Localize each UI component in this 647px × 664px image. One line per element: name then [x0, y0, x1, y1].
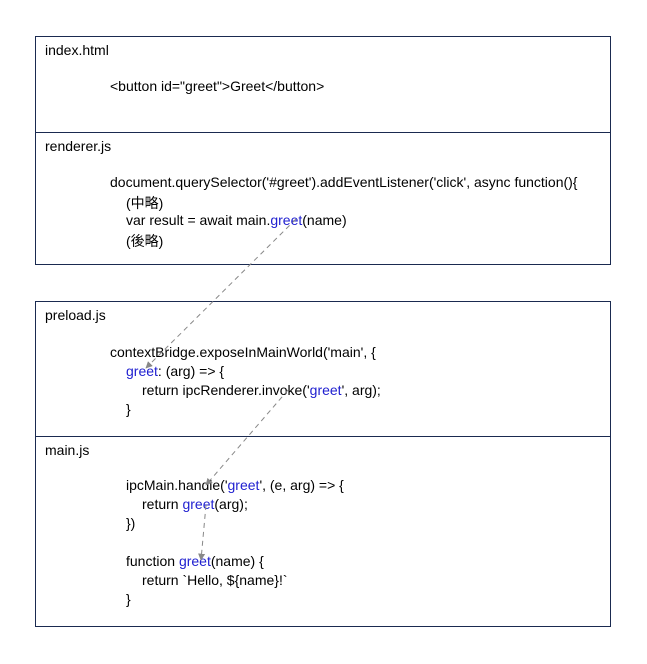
main-js-line-2: return greet(arg);: [142, 496, 248, 512]
main-js-filename: main.js: [45, 442, 90, 458]
main-js-line-1-post: ', (e, arg) => {: [259, 477, 344, 493]
main-js-line-2-post: (arg);: [214, 496, 248, 512]
main-js-line-2-pre: return: [142, 496, 183, 512]
index-html-code: <button id="greet">Greet</button>: [110, 78, 325, 94]
main-js-line-6: }: [126, 591, 131, 607]
preload-js-line-3: return ipcRenderer.invoke('greet', arg);: [142, 382, 381, 398]
preload-js-line-3-pre: return ipcRenderer.invoke(': [142, 382, 310, 398]
main-js-line-3: }): [126, 515, 136, 531]
main-js-section: main.js ipcMain.handle('greet', (e, arg)…: [36, 436, 610, 626]
preload-js-line-2: greet: (arg) => {: [126, 363, 224, 379]
main-js-line-4-pre: function: [126, 553, 179, 569]
main-js-line-1: ipcMain.handle('greet', (e, arg) => {: [126, 477, 344, 493]
renderer-js-section: renderer.js document.querySelector('#gre…: [36, 132, 610, 264]
preload-js-line-3-post: ', arg);: [341, 382, 381, 398]
index-html-filename: index.html: [45, 42, 109, 58]
main-js-function-greet-keyword: greet: [178, 553, 211, 569]
main-js-handle-greet-keyword: greet: [227, 477, 260, 493]
main-js-line-5: return `Hello, ${name}!`: [142, 572, 288, 588]
preload-js-section: preload.js contextBridge.exposeInMainWor…: [36, 302, 610, 436]
bottom-panel: preload.js contextBridge.exposeInMainWor…: [35, 301, 611, 627]
preload-js-line-2-post: : (arg) => {: [157, 363, 225, 379]
renderer-js-line-1: document.querySelector('#greet').addEven…: [110, 174, 578, 190]
main-js-return-greet-keyword: greet: [182, 496, 215, 512]
main-js-line-4: function greet(name) {: [126, 553, 264, 569]
index-html-section: index.html <button id="greet">Greet</but…: [36, 37, 610, 132]
preload-js-filename: preload.js: [45, 307, 106, 323]
main-js-line-4-post: (name) {: [210, 553, 264, 569]
renderer-js-line-4: (後略): [126, 233, 164, 249]
preload-js-invoke-greet-keyword: greet: [309, 382, 342, 398]
renderer-js-greet-keyword: greet: [270, 212, 303, 228]
preload-js-line-1: contextBridge.exposeInMainWorld('main', …: [110, 344, 376, 360]
preload-js-line-4: }: [126, 401, 131, 417]
renderer-js-filename: renderer.js: [45, 138, 112, 154]
main-js-line-1-pre: ipcMain.handle(': [126, 477, 228, 493]
preload-js-greet-keyword: greet: [126, 363, 158, 379]
renderer-js-line-2: (中略): [126, 195, 164, 211]
top-panel: index.html <button id="greet">Greet</but…: [35, 36, 611, 265]
renderer-js-line-3: var result = await main.greet(name): [126, 212, 347, 228]
renderer-js-line-3-pre: var result = await main.: [126, 212, 271, 228]
renderer-js-line-3-post: (name): [302, 212, 347, 228]
